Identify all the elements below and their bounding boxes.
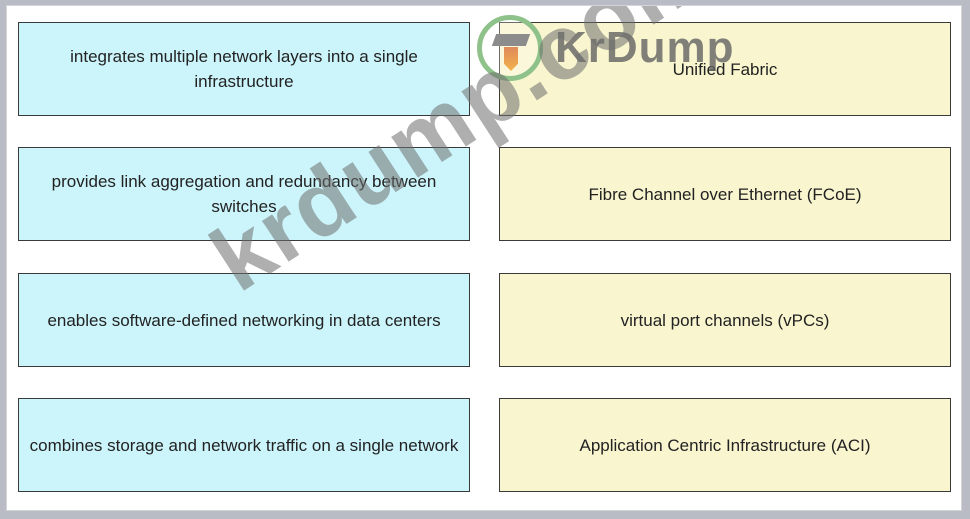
description-text-1: integrates multiple network layers into …: [70, 47, 418, 91]
description-text-2: provides link aggregation and redundancy…: [51, 172, 437, 216]
term-box-3[interactable]: virtual port channels (vPCs): [499, 273, 951, 367]
term-box-1[interactable]: Unified Fabric: [499, 22, 951, 116]
description-box-4[interactable]: combines storage and network traffic on …: [18, 398, 470, 492]
drag-drop-question-panel: integrates multiple network layers into …: [6, 5, 962, 511]
description-box-2[interactable]: provides link aggregation and redundancy…: [18, 147, 470, 241]
term-text-2: Fibre Channel over Ethernet (FCoE): [588, 184, 862, 204]
description-text-3: enables software-defined networking in d…: [47, 310, 441, 330]
term-box-2[interactable]: Fibre Channel over Ethernet (FCoE): [499, 147, 951, 241]
term-text-1: Unified Fabric: [672, 59, 778, 79]
term-box-4[interactable]: Application Centric Infrastructure (ACI): [499, 398, 951, 492]
term-text-3: virtual port channels (vPCs): [620, 310, 830, 330]
term-text-4: Application Centric Infrastructure (ACI): [579, 435, 871, 455]
description-box-3[interactable]: enables software-defined networking in d…: [18, 273, 470, 367]
description-box-1[interactable]: integrates multiple network layers into …: [18, 22, 470, 116]
description-text-4: combines storage and network traffic on …: [29, 435, 459, 455]
